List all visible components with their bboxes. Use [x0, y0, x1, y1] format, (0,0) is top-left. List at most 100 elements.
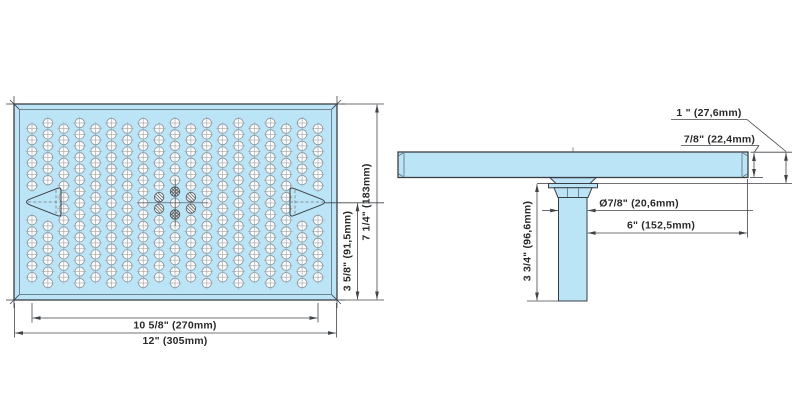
- hole: [232, 242, 245, 256]
- collar-flange: [548, 183, 598, 189]
- hole: [264, 116, 277, 130]
- hole: [311, 225, 325, 238]
- hole: [121, 168, 134, 181]
- hole: [200, 265, 214, 278]
- hole: [152, 270, 166, 284]
- dim-label-plate-thickness: 7/8" (22,4mm): [684, 134, 755, 146]
- side-view: 1 " (27,6mm) 7/8" (22,4mm) Ø7/8" (20,6mm…: [397, 107, 792, 302]
- hole: [184, 156, 198, 170]
- hole: [57, 270, 71, 284]
- hole: [152, 168, 166, 181]
- hole: [73, 173, 86, 187]
- hole: [89, 270, 102, 284]
- hole: [25, 179, 39, 193]
- hole: [279, 156, 293, 170]
- hole: [311, 168, 325, 181]
- hole: [41, 139, 55, 153]
- hole: [264, 150, 277, 164]
- hole: [200, 150, 214, 164]
- hole: [264, 128, 277, 141]
- hole-hatched: [185, 203, 197, 214]
- hole: [25, 225, 39, 238]
- hole: [121, 202, 134, 215]
- hole: [232, 231, 245, 244]
- hole: [279, 248, 293, 261]
- hole: [41, 116, 55, 130]
- hole: [73, 219, 86, 233]
- hole: [248, 156, 261, 170]
- dim-stem-diameter: Ø7/8" (20,6mm): [542, 198, 753, 213]
- dim-label-half-width: 6" (152,5mm): [627, 220, 695, 232]
- dim-half-height: 3 5/8" (91,5mm): [324, 202, 384, 300]
- hole: [311, 156, 325, 170]
- hole: [89, 236, 102, 250]
- hole: [200, 242, 214, 256]
- hole: [264, 162, 277, 176]
- hole: [73, 185, 86, 198]
- hole: [136, 276, 150, 290]
- hole: [295, 265, 309, 278]
- hole: [279, 225, 293, 238]
- hole: [121, 156, 134, 170]
- hole: [264, 208, 277, 221]
- hole-hatched: [153, 192, 165, 203]
- hole: [184, 179, 198, 193]
- hole: [136, 242, 150, 256]
- hole: [216, 248, 229, 261]
- hole: [264, 242, 277, 256]
- hole: [295, 242, 309, 256]
- hole: [41, 242, 55, 256]
- hole: [264, 231, 277, 244]
- hole: [73, 139, 86, 153]
- hole: [89, 168, 102, 181]
- hole: [121, 190, 134, 204]
- dim-plate-thickness: 7/8" (22,4mm): [681, 134, 763, 178]
- hole: [311, 248, 325, 261]
- hole: [216, 168, 229, 181]
- hole: [41, 162, 55, 176]
- stem-pipe: [558, 197, 588, 302]
- hole: [168, 128, 182, 141]
- hole: [168, 139, 182, 153]
- plate-side-profile: [397, 151, 749, 179]
- hole: [200, 276, 214, 290]
- hole: [57, 213, 71, 227]
- hole: [121, 259, 134, 273]
- hole: [168, 150, 182, 164]
- hole: [136, 173, 150, 187]
- hole: [200, 173, 214, 187]
- hole: [41, 128, 55, 141]
- hole: [89, 156, 102, 170]
- hole: [168, 162, 182, 176]
- hole: [232, 253, 245, 267]
- hole: [264, 265, 277, 278]
- hole: [295, 231, 309, 244]
- hole: [311, 133, 325, 147]
- hole: [184, 259, 198, 273]
- hole: [279, 213, 293, 227]
- dim-label-overall-width: 12" (305mm): [143, 335, 208, 347]
- hole: [200, 208, 214, 221]
- hole: [136, 185, 150, 198]
- hole: [216, 202, 229, 215]
- hole: [248, 179, 261, 193]
- hole: [41, 219, 55, 233]
- hole: [73, 162, 86, 176]
- hole: [57, 145, 71, 158]
- hole: [121, 248, 134, 261]
- hole: [57, 248, 71, 261]
- hole: [136, 253, 150, 267]
- hole: [41, 173, 55, 187]
- top-view: 7 1/4" (183mm) 3 5/8" (91,5mm) 10 5/8" (…: [6, 96, 384, 347]
- hole: [121, 133, 134, 147]
- hole: [200, 185, 214, 198]
- hole: [248, 259, 261, 273]
- hole: [25, 168, 39, 181]
- hole: [184, 168, 198, 181]
- hole: [200, 139, 214, 153]
- hole: [73, 150, 86, 164]
- hole: [264, 253, 277, 267]
- hole: [216, 122, 229, 135]
- dim-stem-height: 3 3/4" (96,6mm): [522, 183, 586, 302]
- hole: [248, 202, 261, 215]
